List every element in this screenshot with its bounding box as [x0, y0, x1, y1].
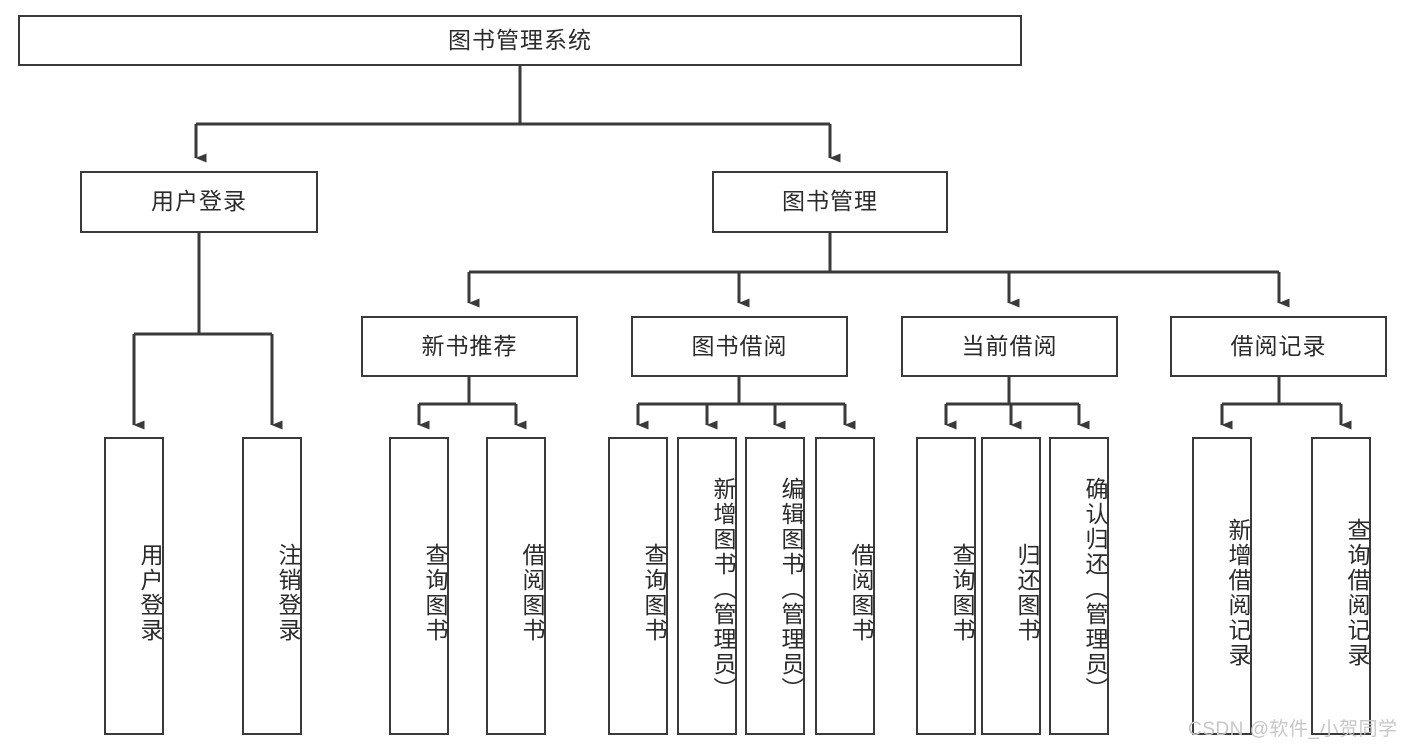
node-leaf-confirm-return-label: 确认归还（管理员）: [1082, 476, 1108, 702]
node-leaf-edit-book[interactable]: 编辑图书（管理员）: [745, 437, 805, 735]
node-leaf-query-book-3[interactable]: 查询图书: [916, 437, 976, 735]
node-leaf-borrow-book-2[interactable]: 借阅图书: [815, 437, 875, 735]
node-leaf-edit-book-label: 编辑图书（管理员）: [778, 476, 804, 702]
node-leaf-query-book-1-label: 查询图书: [422, 543, 448, 643]
node-leaf-add-book[interactable]: 新增图书（管理员）: [677, 437, 737, 735]
node-leaf-query-book-3-label: 查询图书: [949, 543, 975, 643]
node-leaf-add-record-label: 新增借阅记录: [1225, 518, 1251, 668]
node-leaf-confirm-return[interactable]: 确认归还（管理员）: [1049, 437, 1109, 735]
node-leaf-return-book[interactable]: 归还图书: [981, 437, 1041, 735]
node-user-login[interactable]: 用户登录: [80, 171, 318, 233]
node-current-borrow[interactable]: 当前借阅: [901, 316, 1118, 377]
node-book-management-label: 图书管理: [782, 188, 878, 215]
node-book-management[interactable]: 图书管理: [712, 171, 948, 233]
node-leaf-query-book-2-label: 查询图书: [641, 543, 667, 643]
node-leaf-query-record-label: 查询借阅记录: [1344, 518, 1370, 668]
node-leaf-query-book-2[interactable]: 查询图书: [608, 437, 668, 735]
node-leaf-logout-login-label: 注销登录: [275, 543, 301, 643]
node-leaf-add-record[interactable]: 新增借阅记录: [1192, 437, 1252, 735]
node-new-book-recommend-label: 新书推荐: [421, 332, 518, 359]
node-borrow-record[interactable]: 借阅记录: [1170, 316, 1387, 377]
node-book-borrow-label: 图书借阅: [691, 332, 788, 359]
node-root-label: 图书管理系统: [448, 26, 592, 53]
node-leaf-return-book-label: 归还图书: [1014, 543, 1040, 643]
node-current-borrow-label: 当前借阅: [961, 332, 1058, 359]
csdn-watermark: CSDN @软件_小贺同学: [1188, 719, 1398, 740]
node-leaf-user-login-label: 用户登录: [137, 543, 163, 643]
node-leaf-borrow-book-1[interactable]: 借阅图书: [486, 437, 546, 735]
node-leaf-add-book-label: 新增图书（管理员）: [710, 476, 736, 702]
node-leaf-borrow-book-1-label: 借阅图书: [519, 543, 545, 643]
node-root[interactable]: 图书管理系统: [18, 15, 1022, 66]
node-user-login-label: 用户登录: [151, 188, 247, 215]
node-leaf-logout-login[interactable]: 注销登录: [242, 437, 302, 735]
node-borrow-record-label: 借阅记录: [1230, 332, 1327, 359]
node-leaf-query-record[interactable]: 查询借阅记录: [1311, 437, 1371, 735]
node-book-borrow[interactable]: 图书借阅: [631, 316, 848, 377]
node-leaf-user-login[interactable]: 用户登录: [104, 437, 164, 735]
node-leaf-query-book-1[interactable]: 查询图书: [389, 437, 449, 735]
node-new-book-recommend[interactable]: 新书推荐: [361, 316, 578, 377]
node-leaf-borrow-book-2-label: 借阅图书: [848, 543, 874, 643]
